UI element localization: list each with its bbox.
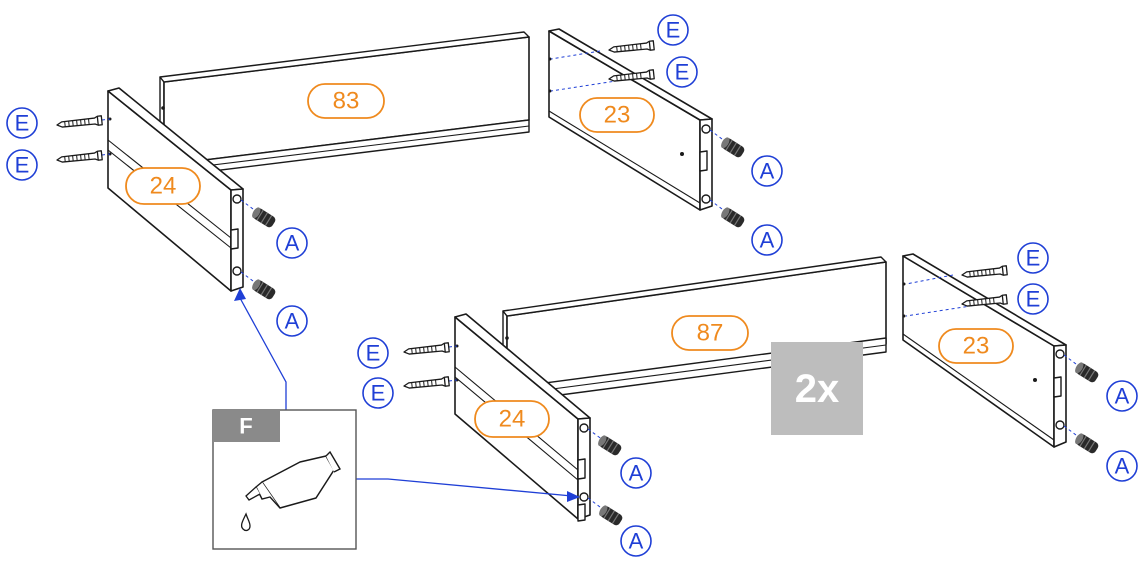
screw-callout: E [366, 341, 381, 366]
svg-text:23: 23 [604, 102, 631, 129]
glue-instruction-box: F [212, 288, 580, 550]
screw-icon [55, 115, 103, 131]
dowel-callout: A [629, 529, 644, 554]
top-back-panel-label: 83 [307, 83, 385, 119]
dowel-callout: A [760, 159, 775, 184]
multiplier-badge: 2x [771, 342, 863, 435]
screw-callout: E [1026, 287, 1041, 312]
top-right-end-label: 23 [579, 97, 655, 133]
screw-icon [402, 376, 450, 392]
svg-text:23: 23 [963, 333, 990, 360]
bottom-assembly: 87 23 24 E [357, 242, 1138, 557]
glue-leader-line [356, 478, 573, 497]
svg-text:24: 24 [150, 173, 177, 200]
bottom-back-panel-label: 87 [671, 315, 749, 351]
arrow-icon [567, 491, 580, 502]
screw-icon [607, 40, 655, 56]
top-hardware-callouts: E E E E A A A A [6, 14, 783, 337]
bottom-left-end-label: 24 [474, 400, 550, 438]
screw-callout: E [1026, 246, 1041, 271]
dowel-icon [718, 205, 747, 230]
dowel-callout: A [760, 228, 775, 253]
dowel-icon [1072, 360, 1101, 385]
dowel-callout: A [1115, 384, 1130, 409]
arrow-icon [234, 288, 246, 301]
top-assembly: 83 23 24 E [6, 14, 783, 337]
glue-tube-icon [245, 450, 341, 509]
dowel-icon [718, 135, 747, 160]
bottom-right-end-label: 23 [938, 328, 1014, 364]
svg-text:F: F [239, 414, 252, 439]
top-left-end-label: 24 [125, 167, 201, 205]
dowel-icon [595, 433, 624, 458]
screw-callout: E [15, 111, 30, 136]
screw-callout: E [15, 153, 30, 178]
screw-icon [960, 265, 1008, 281]
dowel-icon [1072, 431, 1101, 456]
screw-callout: E [675, 60, 690, 85]
glue-leader-line [239, 297, 287, 410]
screw-callout: E [666, 18, 681, 43]
svg-text:24: 24 [499, 406, 526, 433]
svg-text:87: 87 [697, 320, 724, 347]
screw-icon [55, 150, 103, 166]
svg-text:2x: 2x [795, 367, 840, 411]
screw-icon [402, 342, 450, 358]
svg-text:83: 83 [333, 88, 360, 115]
dowel-callout: A [285, 309, 300, 334]
dowel-icon [249, 205, 278, 230]
dowel-callout: A [285, 231, 300, 256]
dowel-callout: A [1115, 454, 1130, 479]
dowel-callout: A [629, 461, 644, 486]
glue-drop-icon [240, 512, 251, 532]
screw-callout: E [371, 381, 386, 406]
dowel-icon [596, 503, 625, 528]
bottom-hardware-callouts: E E E E A A A A [357, 242, 1138, 557]
dowel-icon [249, 277, 278, 302]
